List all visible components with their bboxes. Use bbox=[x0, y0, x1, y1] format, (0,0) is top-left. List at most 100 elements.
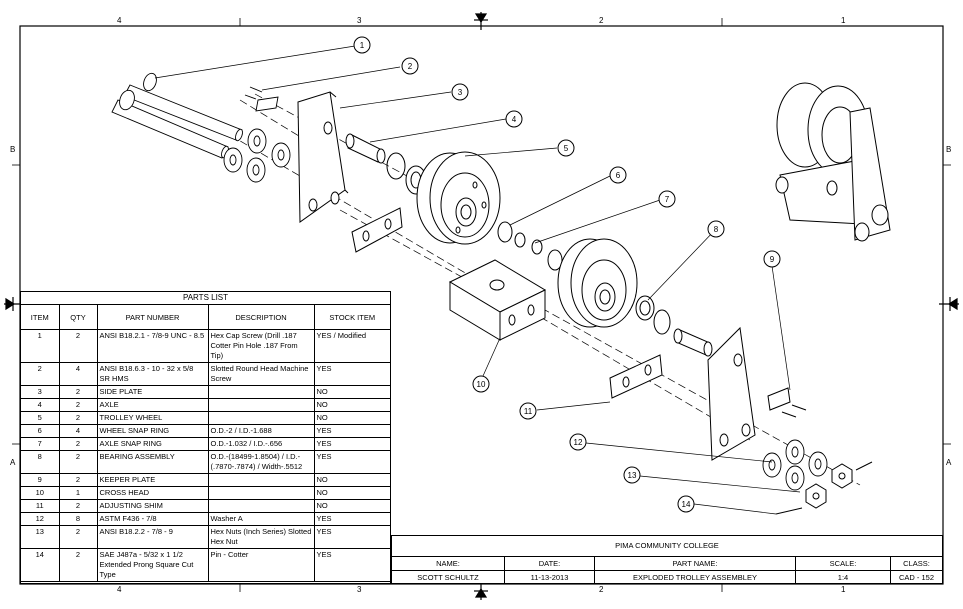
description-cell: O.D.-2 / I.D.-1.688 bbox=[207, 424, 315, 438]
qty-cell: 2 bbox=[58, 398, 98, 412]
zone-label-row: A bbox=[10, 458, 16, 467]
stock-item-cell: YES / Modified bbox=[313, 329, 390, 363]
zone-label-row: B bbox=[10, 145, 16, 154]
balloon-label: 13 bbox=[628, 471, 637, 480]
school-name: PIMA COMMUNITY COLLEGE bbox=[392, 536, 942, 557]
qty-cell: 8 bbox=[58, 512, 98, 526]
part-number-cell: ADJUSTING SHIM bbox=[96, 499, 209, 513]
part-number-cell: KEEPER PLATE bbox=[96, 473, 209, 487]
balloon-label: 8 bbox=[714, 225, 719, 234]
qty-cell: 2 bbox=[58, 437, 98, 451]
part-number-cell: SIDE PLATE bbox=[96, 385, 209, 399]
balloon-label: 12 bbox=[574, 438, 583, 447]
header-part-number: PART NUMBER bbox=[96, 305, 209, 330]
item-cell: 8 bbox=[21, 450, 60, 474]
class-value: CAD - 152 bbox=[898, 573, 934, 582]
parts-list-header-row: ITEM QTY PART NUMBER DESCRIPTION STOCK I… bbox=[21, 305, 390, 330]
stock-item-cell: NO bbox=[313, 411, 390, 425]
trolley-wheel-left-part bbox=[416, 151, 501, 245]
description-cell bbox=[207, 499, 315, 513]
item-cell: 13 bbox=[21, 525, 60, 549]
axle-left-part bbox=[345, 133, 386, 164]
scale-value: 1:4 bbox=[796, 571, 891, 584]
balloon-label: 6 bbox=[616, 171, 621, 180]
leader-lines bbox=[154, 45, 801, 515]
item-cell: 6 bbox=[21, 424, 60, 438]
item-cell: 11 bbox=[21, 499, 60, 513]
balloon-label: 14 bbox=[682, 500, 691, 509]
stock-item-cell: NO bbox=[313, 486, 390, 500]
balloon-label: 9 bbox=[770, 255, 775, 264]
item-cell: 1 bbox=[21, 329, 60, 363]
qty-cell: 1 bbox=[58, 486, 98, 500]
item-cell: 14 bbox=[21, 548, 60, 582]
item-cell: 10 bbox=[21, 486, 60, 500]
balloon-label: 7 bbox=[665, 195, 670, 204]
stock-item-cell: YES bbox=[313, 362, 390, 386]
date-label: DATE: bbox=[505, 557, 595, 570]
keeper-plate-left-part bbox=[244, 86, 279, 112]
item-cell: 3 bbox=[21, 385, 60, 399]
stock-item-cell: YES bbox=[313, 525, 390, 549]
balloon-label: 4 bbox=[512, 115, 517, 124]
item-cell: 12 bbox=[21, 512, 60, 526]
item-cell: 9 bbox=[21, 473, 60, 487]
stock-item-cell: NO bbox=[313, 398, 390, 412]
balloon-circles bbox=[353, 36, 781, 513]
header-description: DESCRIPTION bbox=[207, 305, 315, 330]
side-plate-left-part bbox=[297, 91, 349, 223]
zone-ticks bbox=[12, 18, 951, 592]
description-cell bbox=[207, 385, 315, 399]
part-name-label: PART NAME: bbox=[595, 557, 796, 570]
part-name-value: EXPLODED TROLLEY ASSEMBLEY bbox=[595, 571, 796, 584]
name-value: SCOTT SCHULTZ bbox=[392, 571, 505, 584]
header-qty: QTY bbox=[58, 305, 98, 330]
part-number-cell: AXLE SNAP RING bbox=[96, 437, 209, 451]
class-label: CLASS: bbox=[903, 559, 930, 568]
stock-item-cell: NO bbox=[313, 473, 390, 487]
zone-label-bottom: 2 bbox=[599, 585, 604, 594]
part-number-cell: CROSS HEAD bbox=[96, 486, 209, 500]
stock-item-cell: YES bbox=[313, 548, 390, 582]
balloon-label: 2 bbox=[408, 62, 413, 71]
description-cell: Pin - Cotter bbox=[207, 548, 315, 582]
qty-cell: 2 bbox=[58, 548, 98, 582]
title-block: PIMA COMMUNITY COLLEGE NAME: DATE: PART … bbox=[391, 535, 943, 584]
item-cell: 7 bbox=[21, 437, 60, 451]
part-number-cell: ASTM F436 - 7/8 bbox=[96, 512, 209, 526]
balloon-label: 1 bbox=[360, 41, 365, 50]
qty-cell: 4 bbox=[58, 424, 98, 438]
scale-label: SCALE: bbox=[796, 557, 891, 570]
description-cell bbox=[207, 411, 315, 425]
washer-left-part bbox=[223, 128, 291, 183]
part-number-cell: AXLE bbox=[96, 398, 209, 412]
slotted-nut-part bbox=[775, 461, 873, 515]
parts-list: PARTS LIST ITEM QTY PART NUMBER DESCRIPT… bbox=[20, 291, 391, 584]
stock-item-cell: YES bbox=[313, 450, 390, 474]
balloon-label: 5 bbox=[564, 144, 569, 153]
item-cell: 4 bbox=[21, 398, 60, 412]
adjusting-shim-left-part bbox=[351, 207, 403, 253]
zone-label-row: A bbox=[946, 458, 952, 467]
stock-item-cell: YES bbox=[313, 424, 390, 438]
header-stock-item: STOCK ITEM bbox=[313, 305, 390, 330]
item-cell: 5 bbox=[21, 411, 60, 425]
title-block-labels: NAME: DATE: PART NAME: SCALE: CLASS: bbox=[392, 557, 942, 571]
axle-right-part bbox=[673, 328, 713, 357]
description-cell bbox=[207, 473, 315, 487]
trolley-wheel-right-part bbox=[557, 238, 638, 328]
side-plate-right-part bbox=[707, 326, 756, 461]
part-number-cell: WHEEL SNAP RING bbox=[96, 424, 209, 438]
description-cell: Slotted Round Head Machine Screw bbox=[207, 362, 315, 386]
description-cell: O.D.-1.032 / I.D.-.656 bbox=[207, 437, 315, 451]
